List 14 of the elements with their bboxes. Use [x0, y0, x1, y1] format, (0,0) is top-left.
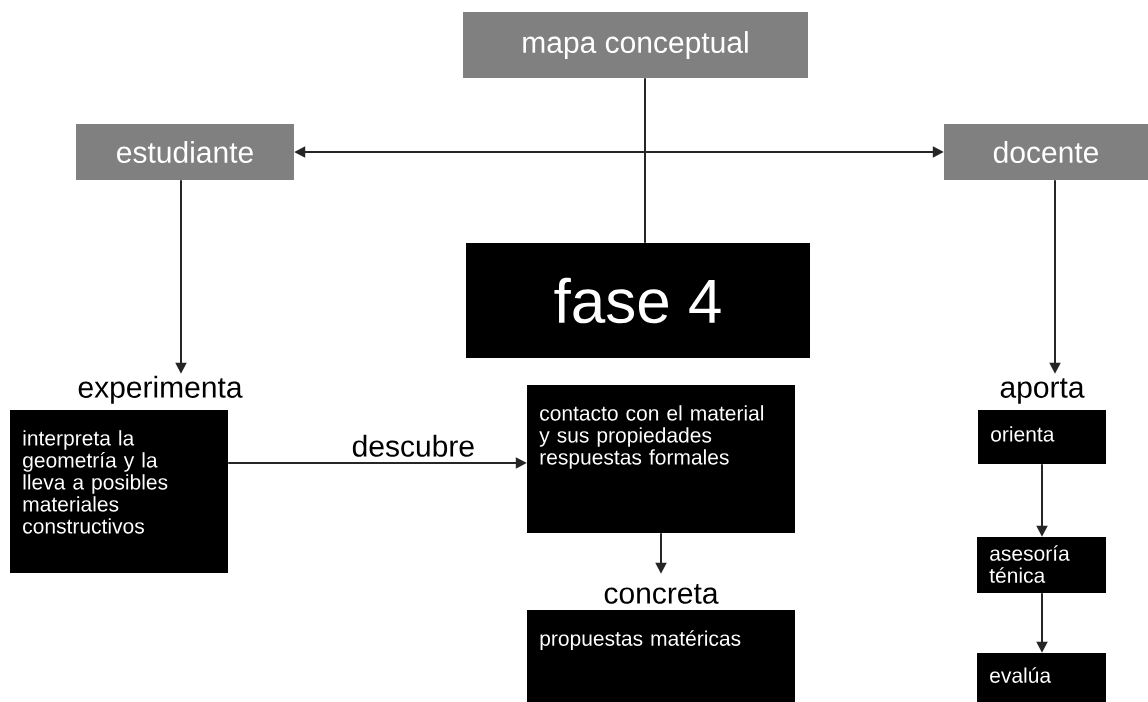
concept-box: mapa conceptual [463, 12, 808, 78]
concept-box: evalúa [977, 653, 1106, 702]
concept-box: asesoría ténica [977, 537, 1106, 593]
node-label: aporta [1000, 378, 1085, 404]
concept-box: experimenta interpreta la geometría y la lleva a posibles materiales constructivos [10, 375, 243, 573]
node-label: experimenta [78, 375, 243, 404]
edge-label: descubre [350, 433, 477, 458]
phase-box: fase 4 [466, 243, 810, 358]
node-label: concreta [604, 584, 719, 604]
concept-box: aporta orienta [978, 378, 1106, 464]
concept-box: concreta propuestas matéricas [527, 584, 795, 702]
concept-box: contacto con el material y sus propiedades respuestas formales [527, 385, 795, 533]
concept-box: estudiante [76, 124, 294, 180]
concept-box: docente [944, 124, 1148, 180]
